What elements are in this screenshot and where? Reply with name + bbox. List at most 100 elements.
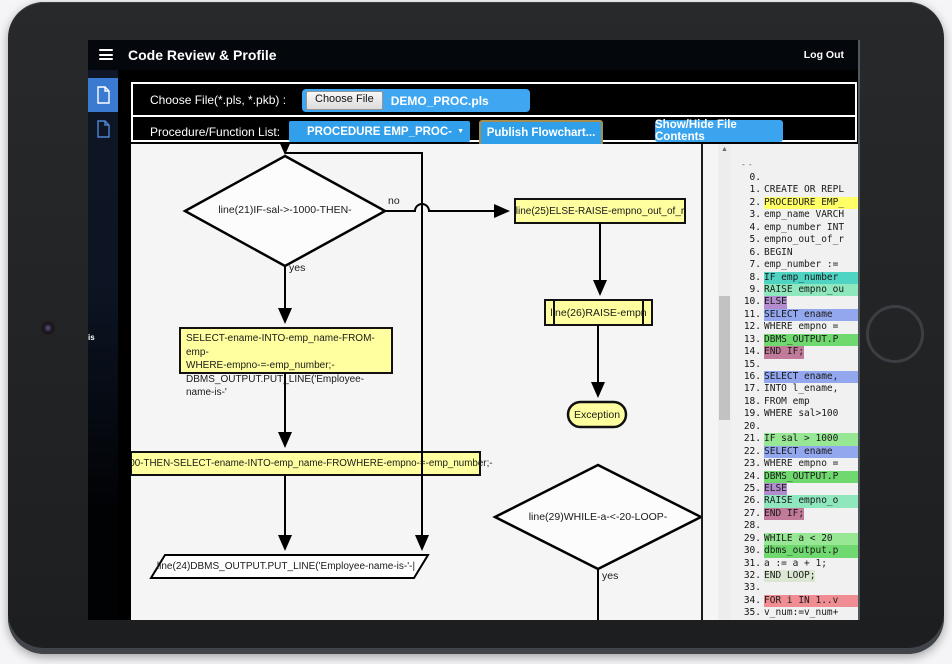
code-line: 23.WHERE empno = xyxy=(731,458,858,470)
line-text: END LOOP; xyxy=(764,570,816,583)
scrollbar-thumb[interactable] xyxy=(719,296,730,420)
code-line: 34.FOR i IN 1..v xyxy=(731,594,858,608)
camera-icon xyxy=(38,318,58,338)
line-text: INTO l_ename, xyxy=(764,383,839,395)
line-number: 7. xyxy=(749,259,761,271)
code-line: 1.CREATE OR REPL xyxy=(731,184,858,196)
line-text: emp_name VARCH xyxy=(764,209,845,221)
line-number: 12. xyxy=(743,321,761,333)
code-line: 32.END LOOP; xyxy=(731,570,858,583)
line-text: emp_number INT xyxy=(764,221,845,233)
line-number: 2. xyxy=(749,196,761,208)
selected-file-name: DEMO_PROC.pls xyxy=(390,93,489,108)
flowchart-scrollbar[interactable]: ▲ xyxy=(718,144,731,620)
procedure-list-label: Procedure/Function List: xyxy=(150,125,281,139)
code-line: 17.INTO l_ename, xyxy=(731,383,858,395)
panel-gap xyxy=(703,144,718,620)
file-icon xyxy=(96,120,110,138)
line-number: 23. xyxy=(743,458,761,470)
code-line: 12.WHERE empno = xyxy=(731,321,858,333)
code-line: 20. xyxy=(731,421,858,433)
chevron-down-icon: ▼ xyxy=(457,128,464,135)
line-text: a := a + 1; xyxy=(764,557,827,569)
code-line: 25.ELSE xyxy=(731,482,858,496)
line-number: 34. xyxy=(743,594,761,606)
line-text: SELECT ename, xyxy=(764,371,858,384)
line-number: 14. xyxy=(743,346,761,358)
flowchart-svg xyxy=(131,144,701,620)
connector-loopback xyxy=(285,152,429,551)
publish-flowchart-button[interactable]: Publish Flowchart... xyxy=(479,120,603,146)
line-text: WHERE empno = xyxy=(764,321,839,333)
bezel-circle xyxy=(866,305,924,363)
choose-file-button[interactable]: Choose File xyxy=(306,91,383,110)
line-text: empno_out_of_r xyxy=(764,234,845,246)
code-line: 26.RAISE empno_o xyxy=(731,495,858,508)
code-line: 28. xyxy=(731,520,858,532)
line-number: 33. xyxy=(743,582,761,594)
camera-lens xyxy=(45,325,51,331)
code-line: 24.DBMS_OUTPUT.P xyxy=(731,470,858,483)
else-raise-node[interactable] xyxy=(514,198,686,224)
line-number: 3. xyxy=(749,209,761,221)
select-node[interactable] xyxy=(179,327,393,374)
line-text: IF sal > 1000 xyxy=(764,433,858,446)
tablet-frame: Code Review & Profile Log Out xyxy=(8,2,944,654)
line-text: dbms_output.p xyxy=(764,545,858,558)
decision-while-node[interactable] xyxy=(492,463,701,571)
line-number: 4. xyxy=(749,221,761,233)
decision-if-node[interactable] xyxy=(182,154,388,268)
line-text: ELSE xyxy=(764,296,787,309)
toolbar: Choose File(*.pls, *.pkb) : Choose File … xyxy=(131,82,857,146)
then-select-node[interactable] xyxy=(131,451,481,476)
code-line: 30.dbms_output.p xyxy=(731,545,858,558)
screen-edge-highlight xyxy=(858,40,860,620)
line-number: 21. xyxy=(743,433,761,445)
toggle-file-contents-button[interactable]: Show/Hide File Contents xyxy=(655,119,783,143)
line-number: 35. xyxy=(743,607,761,619)
code-line: 16.SELECT ename, xyxy=(731,371,858,384)
line-text: PROCEDURE EMP_ xyxy=(764,196,858,210)
top-navbar: Code Review & Profile Log Out xyxy=(88,40,858,70)
exception-terminal-node[interactable] xyxy=(566,400,628,429)
raise-node[interactable] xyxy=(544,299,653,326)
io-putline-node[interactable] xyxy=(149,554,430,579)
line-number: 15. xyxy=(743,358,761,370)
code-line: 8.IF emp_number xyxy=(731,271,858,284)
code-line: 21.IF sal > 1000 xyxy=(731,433,858,446)
code-line: 11.SELECT ename xyxy=(731,308,858,322)
line-text: IF emp_number xyxy=(764,271,858,284)
line-number: 30. xyxy=(743,545,761,557)
sidebar-item-file-1[interactable] xyxy=(88,78,118,112)
line-number: 26. xyxy=(743,495,761,507)
line-number: 0. xyxy=(749,172,761,183)
logout-button[interactable]: Log Out xyxy=(803,49,844,61)
line-text: FOR i IN 1..v xyxy=(764,594,858,608)
code-line: 31.a := a + 1; xyxy=(731,558,858,570)
line-text: WHILE a < 20 xyxy=(764,532,858,546)
line-number: 27. xyxy=(743,507,761,519)
app-screen: Code Review & Profile Log Out xyxy=(88,40,858,620)
toolbar-divider xyxy=(133,115,855,117)
code-prefix: -- xyxy=(741,160,755,169)
scroll-up-icon[interactable]: ▲ xyxy=(721,146,728,153)
line-text: ELSE xyxy=(764,482,787,496)
file-icon xyxy=(96,86,110,104)
code-line: 15. xyxy=(731,359,858,371)
code-line: 5.empno_out_of_r xyxy=(731,234,858,246)
procedure-select[interactable]: PROCEDURE EMP_PROC- ▼ xyxy=(289,121,470,142)
sidebar-item-file-2[interactable] xyxy=(88,112,118,146)
line-number: 1. xyxy=(749,184,761,196)
line-text: RAISE empno_o xyxy=(764,495,858,508)
file-input[interactable]: Choose File DEMO_PROC.pls xyxy=(302,89,530,112)
code-line: 18.FROM emp xyxy=(731,396,858,408)
line-number: 29. xyxy=(743,532,761,544)
hamburger-menu-icon[interactable] xyxy=(99,49,113,61)
line-number: 31. xyxy=(743,557,761,569)
code-line: 22.SELECT ename xyxy=(731,445,858,459)
line-text: END IF; xyxy=(764,346,805,359)
code-line: 27.END IF; xyxy=(731,507,858,521)
